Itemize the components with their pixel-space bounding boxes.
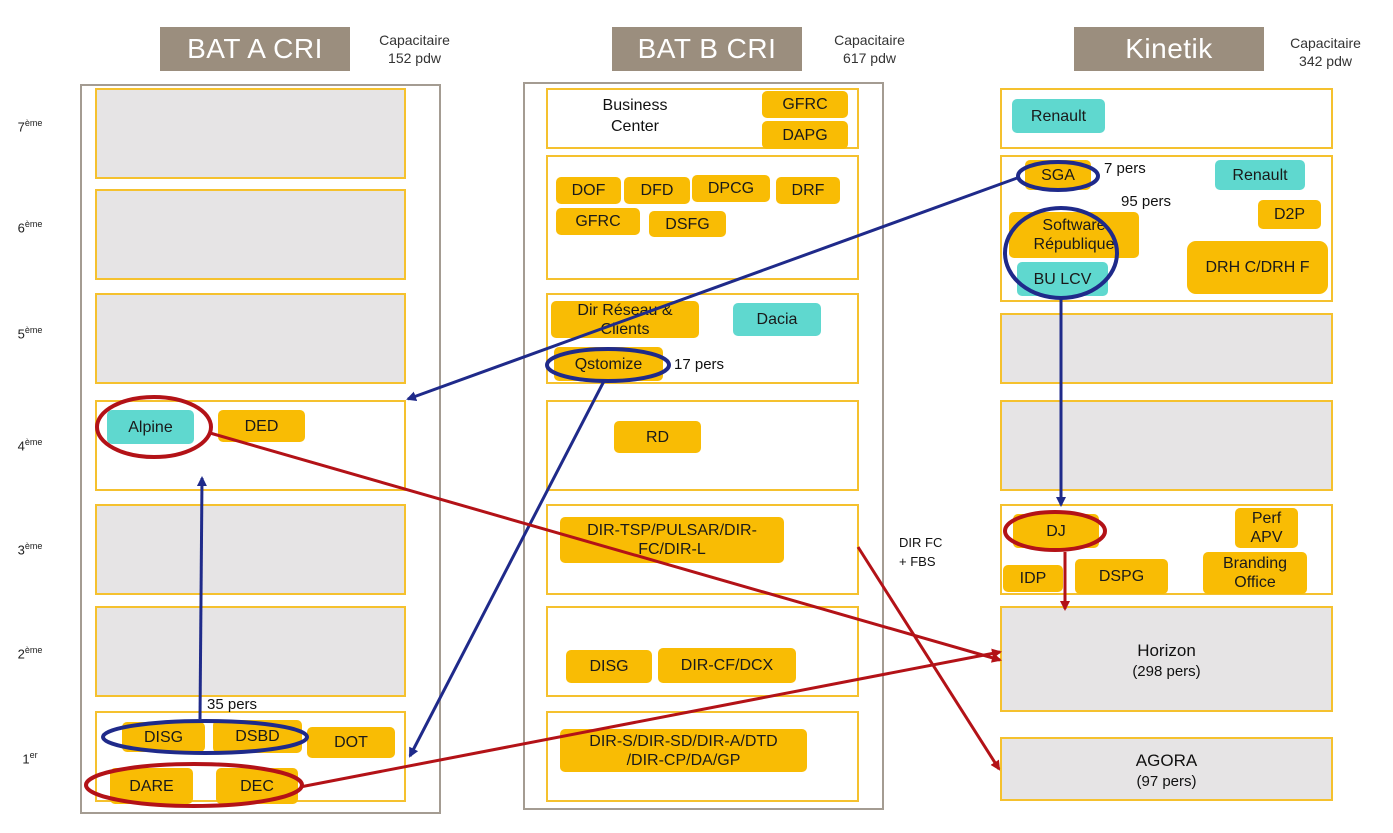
agora-label: AGORA (97 pers) (1135, 751, 1198, 790)
d2p-tag: D2P (1258, 200, 1321, 229)
dare-tag: DARE (110, 768, 193, 804)
count-17-pers: 17 pers (674, 356, 725, 373)
gfrc-tag-7: GFRC (762, 91, 848, 118)
dacia-tag: Dacia (733, 303, 821, 336)
bat-a-floor-2 (95, 606, 406, 697)
kinetik-header: Kinetik (1074, 27, 1264, 71)
renault-tag-6: Renault (1215, 160, 1305, 190)
dapg-tag: DAPG (762, 121, 848, 149)
ded-tag: DED (218, 410, 305, 442)
idp-tag: IDP (1003, 565, 1063, 592)
count-7-pers: 7 pers (1104, 160, 1146, 177)
floor-label-6: 6ème (17, 219, 43, 236)
dir-cf-dcx-tag: DIR-CF/DCX (658, 648, 796, 683)
dj-tag: DJ (1013, 514, 1099, 548)
floor-label-1: 1er (22, 750, 38, 767)
disg-tag-b: DISG (566, 650, 652, 683)
dpcg-tag: DPCG (692, 175, 770, 202)
count-95-pers: 95 pers (1121, 193, 1172, 210)
dec-tag: DEC (216, 768, 298, 804)
dof-tag: DOF (556, 177, 621, 204)
floor-label-2: 2ème (17, 645, 43, 662)
floor-label-7: 7ème (17, 118, 43, 135)
bat-a-header: BAT A CRI (160, 27, 350, 71)
dir-tsp-tag: DIR-TSP/PULSAR/DIR-FC/DIR-L (560, 517, 784, 563)
drh-tag: DRH C/DRH F (1187, 241, 1328, 294)
kinetik-floor-agora (1000, 737, 1333, 801)
dot-tag: DOT (307, 727, 395, 758)
renault-tag-7: Renault (1012, 99, 1105, 133)
bat-a-floor-5 (95, 293, 406, 384)
rd-tag: RD (614, 421, 701, 453)
kinetik-floor-4 (1000, 400, 1333, 491)
dfd-tag: DFD (624, 177, 690, 204)
dir-s-tag: DIR-S/DIR-SD/DIR-A/DTD/DIR-CP/DA/GP (560, 729, 807, 772)
bat-b-header: BAT B CRI (612, 27, 802, 71)
bu-lcv-tag: BU LCV (1017, 262, 1108, 296)
disg-tag-a: DISG (122, 722, 205, 752)
dir-reseau-clients-tag: Dir Réseau &Clients (551, 301, 699, 338)
bat-a-floor-6 (95, 189, 406, 280)
gfrc-tag-6: GFRC (556, 208, 640, 235)
floor-label-3: 3ème (17, 541, 43, 558)
floor-label-4: 4ème (17, 437, 43, 454)
count-35-pers: 35 pers (207, 696, 258, 713)
floor-label-5: 5ème (17, 325, 43, 342)
sga-tag: SGA (1025, 160, 1091, 190)
dsbd-tag: DSBD (213, 720, 302, 753)
bat-b-floor-4 (546, 400, 859, 491)
qstomize-tag: Qstomize (554, 347, 663, 381)
kinetik-floor-5 (1000, 313, 1333, 384)
alpine-tag: Alpine (107, 410, 194, 444)
drf-tag: DRF (776, 177, 840, 204)
dsfg-tag: DSFG (649, 211, 726, 237)
bat-a-floor-3 (95, 504, 406, 595)
horizon-label: Horizon (298 pers) (1132, 641, 1201, 680)
dir-fc-fbs-label: DIR FC+ FBS (899, 535, 943, 569)
dspg-tag: DSPG (1075, 559, 1168, 594)
kinetik-floor-horizon (1000, 606, 1333, 712)
bat-a-floor-7 (95, 88, 406, 179)
